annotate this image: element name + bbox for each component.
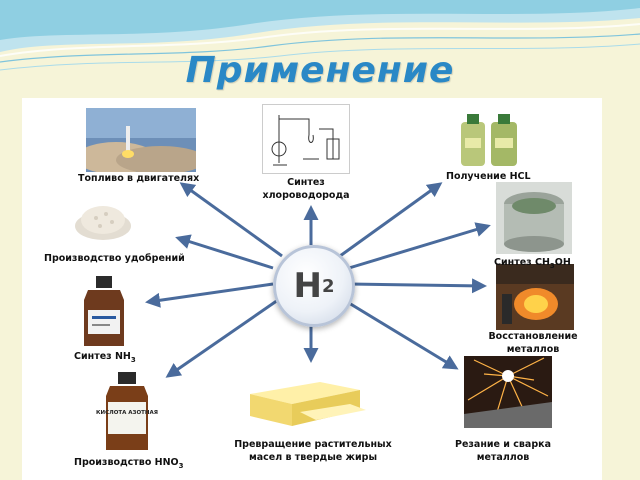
page-title: Применение <box>185 50 455 91</box>
arrow-fertilizer <box>175 234 274 270</box>
caption-fuel: Топливо в двигателях <box>78 173 200 184</box>
rocket-launch-image <box>86 108 196 172</box>
bottle-label-text: КИСЛОТА АЗОТНАЯ <box>96 410 158 416</box>
metallurgy-image <box>496 264 574 330</box>
arrow-methanol <box>348 222 491 270</box>
caption-fertilizer: Производство удобрений <box>44 253 185 264</box>
nitric-acid-bottle-image: КИСЛОТА АЗОТНАЯ <box>96 370 158 454</box>
arrow-metal-reduction <box>348 278 487 294</box>
arrow-hcl <box>339 182 443 258</box>
reactor-vessel-image <box>496 182 572 254</box>
hub-formula: H <box>293 266 322 306</box>
ammonia-bottle-image <box>68 272 140 350</box>
caption-ammonia: Синтез NH3 <box>74 351 136 364</box>
arrow-ammonia <box>145 282 274 308</box>
caption-hcl: Получение HCL <box>446 171 531 182</box>
lab-apparatus-image <box>262 104 350 174</box>
arrow-welding <box>343 298 459 370</box>
butter-blocks-image <box>240 364 370 432</box>
bottles-image <box>457 108 521 170</box>
fertilizer-granules-image <box>66 192 140 248</box>
caption-methanol: Синтез CH3OH <box>494 257 571 270</box>
caption-metal-reduction: Восстановление металлов <box>488 331 578 355</box>
header-waves <box>0 0 640 71</box>
caption-fats: Превращение растительных масел в твердые… <box>234 439 392 463</box>
hub-subscript: 2 <box>321 275 335 297</box>
caption-nitric-acid: Производство HNO3 <box>74 457 184 470</box>
welding-sparks-image <box>464 356 552 428</box>
caption-hcl-synthesis: Синтез хлороводорода <box>262 177 350 201</box>
caption-welding: Резание и сварка металлов <box>455 439 551 463</box>
arrow-ammonia-low <box>165 298 279 378</box>
arrow-fuel <box>179 182 283 258</box>
